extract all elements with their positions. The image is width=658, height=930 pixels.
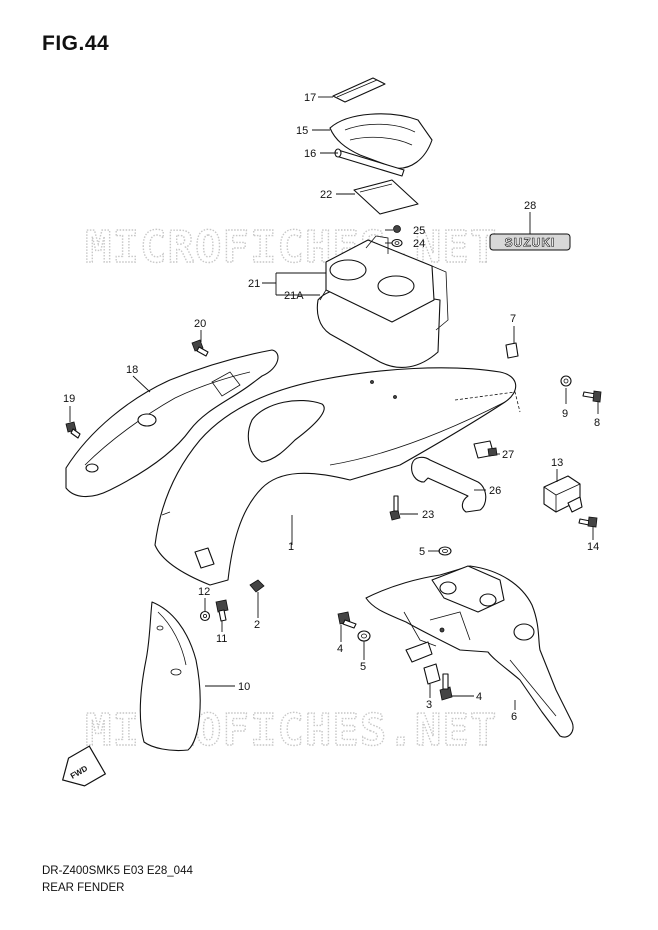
part-side-cover[interactable] [65,349,279,498]
callout-16[interactable]: 16 [304,148,316,160]
part-bolt-23[interactable] [389,495,401,521]
callout-26[interactable]: 26 [489,485,501,497]
callout-labels: 17 15 16 22 25 24 28 21 21A 20 7 18 9 8 … [63,92,600,723]
part-rear-frame[interactable] [365,565,574,738]
part-washer-9[interactable] [560,375,572,387]
part-washer-12[interactable] [199,610,211,622]
callout-4-lower[interactable]: 4 [476,691,482,703]
callout-28[interactable]: 28 [524,200,536,212]
callout-5-left[interactable]: 5 [360,661,366,673]
part-strap[interactable] [332,77,386,103]
part-damper[interactable] [473,440,498,459]
callout-6[interactable]: 6 [511,711,517,723]
part-mud-flap[interactable] [139,601,201,752]
callout-15[interactable]: 15 [296,125,308,137]
part-collar-5-left[interactable] [357,630,371,642]
part-clip-3[interactable] [423,663,441,685]
callout-9[interactable]: 9 [562,408,568,420]
callout-18[interactable]: 18 [126,364,138,376]
callout-11[interactable]: 11 [216,633,227,645]
part-collar-5-top[interactable] [438,546,452,556]
figure-code: DR-Z400SMK5 E03 E28_044 [42,865,193,877]
part-nut[interactable] [393,225,401,233]
part-rear-fender[interactable] [154,367,521,586]
part-tool-bag[interactable] [329,113,433,169]
suzuki-emblem-text: SUZUKI [505,236,556,250]
callout-13[interactable]: 13 [551,457,563,469]
part-bolt-4-left[interactable] [337,611,357,629]
callout-20[interactable]: 20 [194,318,206,330]
part-bolt-4-lower[interactable] [439,673,453,701]
callout-7[interactable]: 7 [510,313,516,325]
callout-23[interactable]: 23 [422,509,434,521]
part-pad[interactable] [353,179,419,215]
callout-17[interactable]: 17 [304,92,316,104]
callout-25[interactable]: 25 [413,225,425,237]
leader-lines [69,96,599,710]
callout-4-left[interactable]: 4 [337,643,343,655]
part-relay[interactable] [543,475,583,513]
callout-10[interactable]: 10 [238,681,250,693]
part-battery-case[interactable] [316,235,449,368]
part-bolt-19[interactable] [65,421,81,439]
part-bolt-20[interactable] [191,339,209,357]
callout-21[interactable]: 21 [248,278,260,290]
part-clip[interactable] [505,342,519,359]
callout-2[interactable]: 2 [254,619,260,631]
suzuki-emblem[interactable]: SUZUKI [489,233,571,251]
part-screw-14[interactable] [578,516,598,528]
part-washer[interactable] [391,238,403,248]
figure-name: REAR FENDER [42,882,125,894]
callout-8[interactable]: 8 [594,417,600,429]
callout-19[interactable]: 19 [63,393,75,405]
fwd-arrow-icon: FWD [61,745,107,787]
callout-14[interactable]: 14 [587,541,599,553]
callout-3[interactable]: 3 [426,699,432,711]
callout-5-top[interactable]: 5 [419,546,425,558]
callout-12[interactable]: 12 [198,586,210,598]
watermark-top: MICROFICHES.NET [85,222,497,273]
callout-22[interactable]: 22 [320,189,332,201]
part-bolt-8[interactable] [582,390,602,403]
part-grab-handle[interactable] [411,456,487,513]
callout-1[interactable]: 1 [288,541,294,553]
part-bolt-11[interactable] [215,599,229,622]
figure-title: FIG.44 [42,32,110,55]
callout-21a[interactable]: 21A [284,290,304,302]
part-nut-2[interactable] [249,579,265,593]
callout-24[interactable]: 24 [413,238,425,250]
callout-27[interactable]: 27 [502,449,514,461]
